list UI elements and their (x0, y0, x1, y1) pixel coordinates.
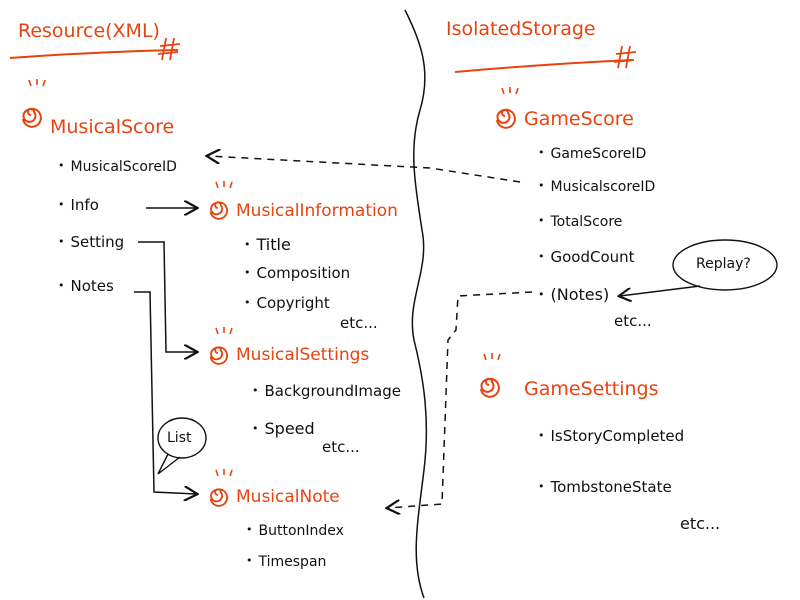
notes-connector (134, 291, 196, 494)
isolated-underline (454, 59, 633, 73)
game-score-field: GameScoreID (538, 147, 647, 161)
musical-information-ticks (215, 181, 233, 189)
musical-score-field: MusicalScoreID (58, 160, 177, 174)
game-settings-field: IsStoryCompleted (538, 429, 685, 444)
musical-settings-field: Speed (252, 421, 315, 437)
replay-bubble-tail (620, 285, 701, 296)
resource-underline (9, 49, 179, 59)
musical-score-spiral-icon (22, 107, 42, 128)
musical-note-field: Timespan (246, 555, 327, 569)
musical-note-field: ButtonIndex (246, 524, 344, 538)
game-score-ticks (501, 87, 519, 95)
list-bubble-label: List (167, 430, 192, 446)
notes-link (388, 291, 533, 508)
setting-connector (138, 241, 196, 352)
game-score-notes: (Notes) (538, 287, 610, 303)
musical-information-title: MusicalInformation (236, 201, 398, 221)
game-score-field: TotalScore (538, 215, 623, 229)
musical-information-field: Copyright (244, 296, 330, 311)
game-settings-etc: etc... (680, 514, 721, 533)
list-bubble (157, 417, 207, 459)
resource-hash (157, 37, 181, 61)
musical-settings-ticks (215, 327, 233, 335)
replay-bubble (672, 239, 778, 291)
musical-score-field: Setting (58, 235, 125, 250)
isolated-storage-heading: IsolatedStorage (446, 18, 596, 40)
isolated-hash (613, 45, 637, 69)
musical-information-field: Title (244, 237, 291, 253)
musical-settings-etc: etc... (322, 438, 360, 456)
game-settings-title: GameSettings (524, 378, 659, 400)
musical-information-field: Composition (244, 266, 351, 281)
list-bubble-tail (157, 453, 181, 475)
game-settings-spiral-icon (480, 377, 500, 398)
musical-score-title: MusicalScore (50, 116, 175, 138)
musical-settings-spiral-icon (209, 346, 229, 365)
game-settings-field: TombstoneState (538, 480, 672, 495)
musical-score-ticks (28, 79, 46, 87)
musical-note-ticks (215, 469, 233, 477)
musical-information-spiral-icon (209, 201, 229, 220)
musical-score-field: Notes (58, 279, 114, 294)
musical-information-etc: etc... (340, 314, 378, 332)
musical-note-title: MusicalNote (236, 487, 340, 507)
game-score-etc: etc... (614, 312, 652, 330)
replay-bubble-label: Replay? (696, 256, 751, 272)
score-id-link (208, 156, 521, 183)
section-divider (404, 9, 428, 599)
game-score-title: GameScore (524, 108, 634, 130)
musical-score-field: Info (58, 198, 99, 213)
game-score-field: MusicalscoreID (538, 180, 656, 194)
musical-settings-title: MusicalSettings (236, 345, 370, 365)
game-score-field: GoodCount (538, 250, 635, 265)
musical-note-spiral-icon (209, 488, 229, 507)
game-settings-ticks (483, 353, 501, 361)
game-score-spiral-icon (496, 108, 516, 129)
resource-heading: Resource(XML) (18, 20, 160, 42)
musical-settings-field: BackgroundImage (252, 384, 401, 399)
